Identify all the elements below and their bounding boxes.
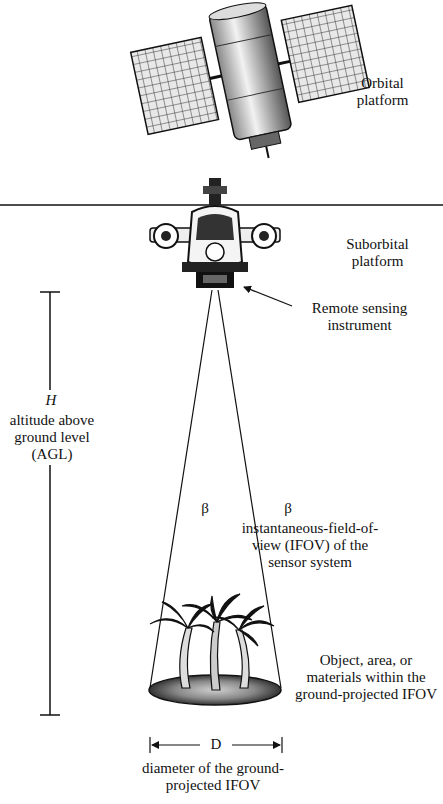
satellite	[126, 0, 379, 181]
dimension-label: diameter of the ground-projected IFOV	[118, 760, 308, 794]
platform-label: Suborbital platform	[325, 236, 430, 270]
callout-label: Remote sensing instrument	[292, 300, 427, 334]
palm-trees	[150, 594, 274, 690]
leader-line	[244, 287, 292, 306]
callout-label: instantaneous-field-of-view (IFOV) of th…	[240, 520, 380, 571]
angle-symbol: β	[195, 500, 215, 517]
dimension-label: altitude above ground level (AGL)	[4, 410, 100, 465]
altitude-bracket	[40, 292, 60, 715]
callout-label: Object, area, or materials within the gr…	[292, 652, 440, 703]
dimension-symbol: D	[203, 736, 229, 753]
platform-label: Orbital platform	[335, 75, 430, 109]
helicopter	[0, 178, 443, 288]
dimension-symbol: H	[42, 390, 60, 411]
angle-symbol: β	[278, 500, 298, 517]
diameter-dimension	[150, 737, 282, 753]
